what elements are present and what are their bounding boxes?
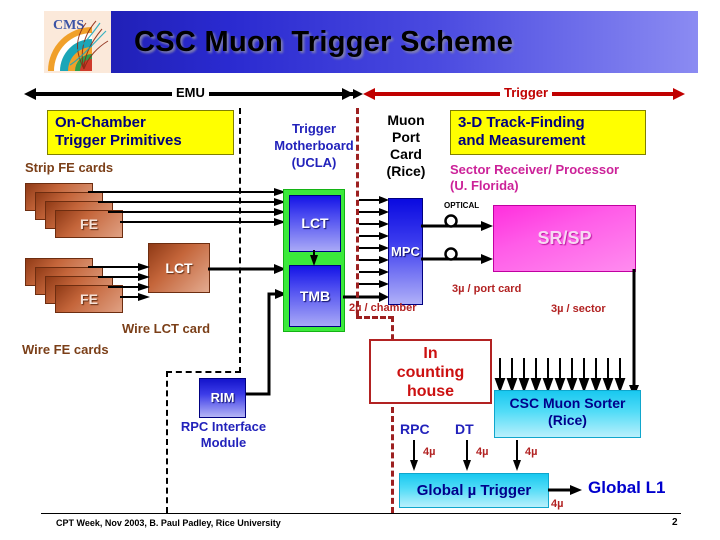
- emu-arrow-tip-right: [345, 89, 363, 99]
- dt-source-label: DT: [455, 421, 474, 437]
- sorter-line-1: CSC Muon Sorter: [509, 395, 626, 411]
- csc-sorter-to-gmt-arrow: [513, 440, 521, 471]
- gmt-output-four-mu-annotation: 4µ: [551, 498, 564, 510]
- muon-port-card-label: Muon Port Card (Rice): [375, 112, 437, 180]
- sorter-input-arrows: [494, 358, 626, 392]
- tmb-label-line-3: (UCLA): [291, 155, 337, 170]
- mpc-label-line-2: Port: [392, 129, 420, 145]
- track-finding-callout: 3-D Track-Finding and Measurement: [450, 110, 646, 155]
- optical-label: OPTICAL: [444, 201, 480, 210]
- mpc-to-srsp-optical-links: [421, 214, 493, 264]
- csc-muon-sorter-box: CSC Muon Sorter (Rice): [494, 390, 641, 438]
- dt-to-gmt-arrow: [463, 440, 471, 471]
- rpc-to-gmt-arrow: [410, 440, 418, 471]
- on-chamber-line-1: On-Chamber: [55, 114, 146, 131]
- cms-logo: CMS: [44, 11, 111, 73]
- mpc-module: MPC: [388, 198, 423, 305]
- sector-receiver-line-2: (U. Florida): [450, 178, 519, 193]
- trigger-motherboard-label: Trigger Motherboard (UCLA): [274, 120, 354, 171]
- sector-receiver-line-1: Sector Receiver/ Processor: [450, 162, 620, 177]
- rpc-interface-module-label: RPC Interface Module: [166, 419, 281, 451]
- three-mu-per-sector-annotation: 3µ / sector: [551, 303, 606, 315]
- emu-inner-divider-lower: [166, 371, 168, 513]
- strip-fe-cards-label: Strip FE cards: [25, 160, 114, 175]
- counting-house-line-2: counting: [396, 364, 465, 381]
- rim-to-tmb-arrow: [243, 289, 287, 396]
- mpc-label-line-1: Muon: [387, 112, 425, 128]
- trigger-motherboard-frame: LCT TMB: [283, 189, 345, 332]
- tmb-label-line-2: Motherboard: [274, 138, 354, 153]
- mpc-label-line-3: Card: [390, 146, 422, 162]
- strip-fe-to-tmb-arrows: [88, 188, 286, 226]
- emu-inner-divider-horizontal: [166, 371, 241, 373]
- counting-house-line-3: house: [406, 383, 455, 400]
- global-l1-label: Global L1: [588, 478, 666, 497]
- global-mu-trigger-box: Global µ Trigger: [399, 473, 549, 508]
- strip-fe-card-stack: FE: [25, 183, 145, 243]
- emu-inner-divider: [239, 108, 241, 373]
- lct-to-tmb-arrow: [310, 250, 318, 266]
- csc-four-mu-annotation: 4µ: [525, 446, 538, 458]
- three-mu-per-port-card-annotation: 3µ / port card: [452, 283, 522, 295]
- srsp-module: SR/SP: [493, 205, 636, 272]
- cms-logo-graphic: CMS: [44, 11, 111, 73]
- gmt-to-global-l1-arrow: [548, 485, 582, 495]
- wire-fe-cards-label: Wire FE cards: [22, 342, 109, 357]
- tmb-module: TMB: [289, 265, 341, 327]
- counting-house-line-1: In: [423, 345, 438, 362]
- rpc-source-label: RPC: [400, 421, 430, 437]
- page-number: 2: [672, 517, 678, 528]
- on-chamber-line-2: Trigger Primitives: [55, 132, 182, 149]
- counting-house-box: In counting house: [369, 339, 492, 404]
- tmb-label-line-1: Trigger: [291, 121, 337, 136]
- emu-range-label: EMU: [172, 85, 209, 100]
- page-title: CSC Muon Trigger Scheme: [134, 26, 514, 58]
- track-finding-line-1: 3-D Track-Finding: [458, 114, 585, 131]
- track-finding-line-2: and Measurement: [458, 132, 586, 149]
- rim-label-line-1: RPC Interface: [180, 419, 267, 434]
- wire-fe-card-stack: FE: [25, 258, 145, 318]
- trigger-range-label: Trigger: [500, 85, 553, 100]
- rpc-four-mu-annotation: 4µ: [423, 446, 436, 458]
- wire-fe-to-lct-arrows: [88, 263, 150, 301]
- wire-lct-card-box: LCT: [148, 243, 210, 293]
- fe-card-labeled: FE: [55, 210, 123, 238]
- title-banner: CMS CSC Muon Trigger Scheme: [44, 11, 698, 73]
- rim-label-line-2: Module: [200, 435, 247, 450]
- trigger-divider-upper: [356, 108, 359, 316]
- trigger-divider-lower: [391, 316, 394, 513]
- on-chamber-callout: On-Chamber Trigger Primitives: [47, 110, 234, 155]
- trigger-divider-jog: [356, 316, 394, 319]
- sector-receiver-label: Sector Receiver/ Processor (U. Florida): [450, 162, 619, 194]
- wire-lct-card-label: Wire LCT card: [122, 321, 211, 336]
- footer-credit: CPT Week, Nov 2003, B. Paul Padley, Rice…: [56, 518, 281, 528]
- fe-card-labeled: FE: [55, 285, 123, 313]
- wire-lct-to-tmb-arrow: [208, 264, 286, 274]
- two-mu-per-chamber-annotation: 2µ / chamber: [349, 302, 417, 314]
- rim-module: RIM: [199, 378, 246, 418]
- mpc-label-line-4: (Rice): [386, 163, 426, 179]
- svg-text:CMS: CMS: [53, 18, 84, 33]
- sorter-line-2: (Rice): [548, 412, 587, 428]
- optical-connector-icon: [444, 247, 458, 261]
- lct-module: LCT: [289, 195, 341, 252]
- footer-divider: [41, 513, 681, 514]
- optical-connector-icon: [444, 214, 458, 228]
- dt-four-mu-annotation: 4µ: [476, 446, 489, 458]
- tmb-to-mpc-arrows: [343, 196, 389, 302]
